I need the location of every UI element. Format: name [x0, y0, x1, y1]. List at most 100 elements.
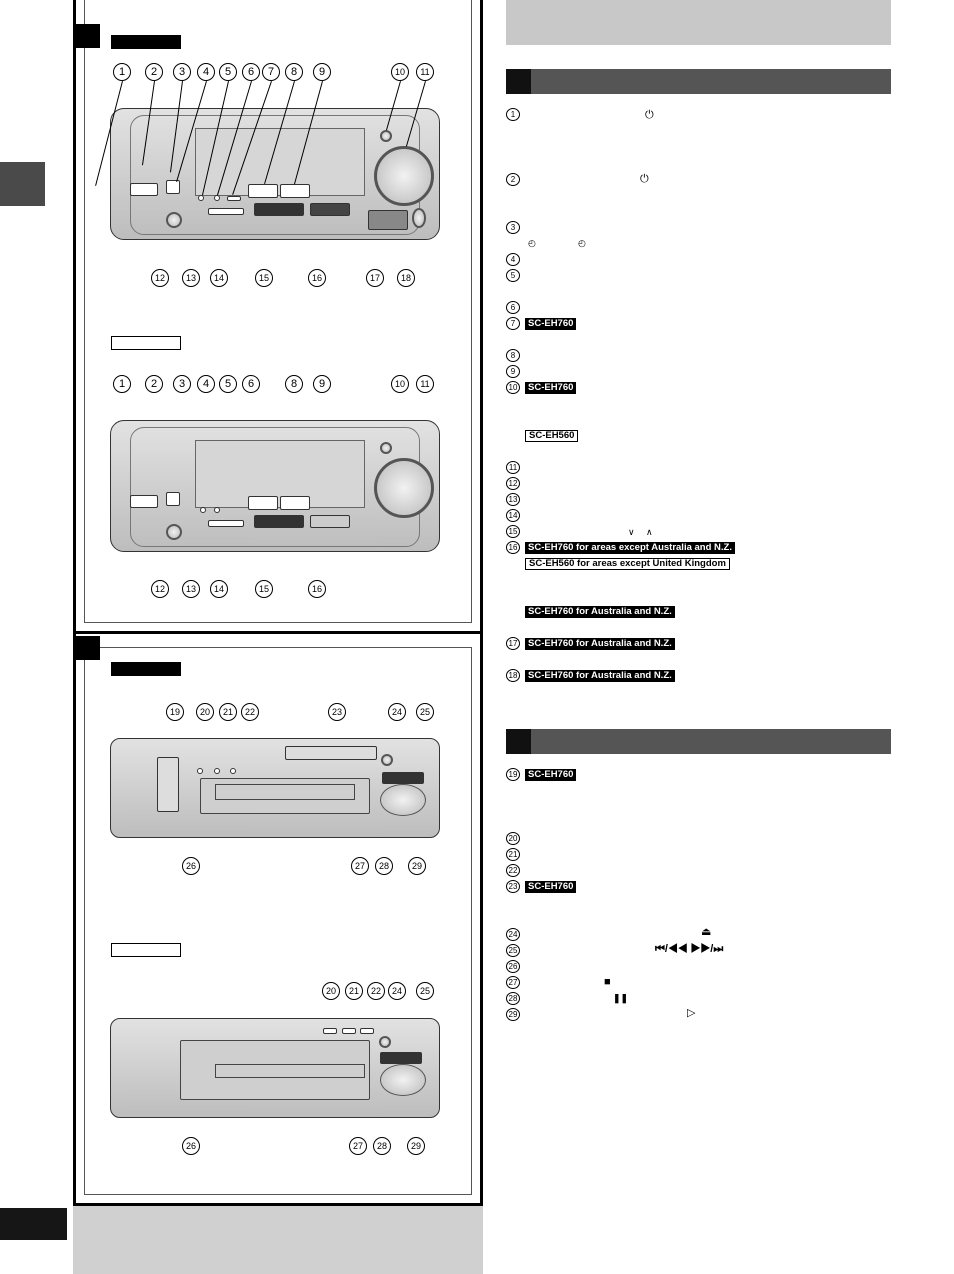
eh560-deck-callout-25: 25: [416, 982, 434, 1000]
section-bar-main-unit: [506, 69, 891, 94]
eh560-main-callout-3: 3: [173, 375, 191, 393]
eh560-deck-callout-20: 20: [322, 982, 340, 1000]
item-number: 3: [506, 221, 520, 234]
item-number: 9: [506, 365, 520, 378]
tag-eh760: SC-EH760: [525, 382, 577, 394]
eh560-main-callout-1: 1: [113, 375, 131, 393]
eh560-deck-callout-24: 24: [388, 982, 406, 1000]
item-number: 6: [506, 301, 520, 314]
item-number: 28: [506, 992, 520, 1005]
play-icon: ▷: [687, 1007, 696, 1019]
eh760-main-callout-15: 15: [255, 269, 273, 287]
eh760-main-callout-2: 2: [145, 63, 163, 81]
item-number: 25: [506, 944, 520, 957]
tag-eh760: SC-EH760: [525, 318, 577, 330]
eh560-main-callout-5: 5: [219, 375, 237, 393]
section-a-inner-frame: [84, 0, 472, 623]
eh560-main-callout-9: 9: [313, 375, 331, 393]
main-item-18: 18: [506, 669, 525, 682]
item-number: 13: [506, 493, 520, 506]
main-item-4: 4: [506, 253, 525, 266]
item-number: 10: [506, 381, 520, 394]
eh560-deck-callout-21: 21: [345, 982, 363, 1000]
eh560-main-callout-8: 8: [285, 375, 303, 393]
eh760-deck-callout-20: 20: [196, 703, 214, 721]
eh560-main-callout-15: 15: [255, 580, 273, 598]
eh560-main-callout-11: 11: [416, 375, 434, 393]
item-number: 26: [506, 960, 520, 973]
deck-item-29: 29: [506, 1008, 525, 1021]
eh760-main-callout-9: 9: [313, 63, 331, 81]
power-icon: ⏻: [640, 173, 649, 185]
eh760-main-callout-18: 18: [397, 269, 415, 287]
eh560-deck-callout-28: 28: [373, 1137, 391, 1155]
deck-item-22: 22: [506, 864, 525, 877]
item-number: 7: [506, 317, 520, 330]
item-number: 12: [506, 477, 520, 490]
eh760-main-callout-3: 3: [173, 63, 191, 81]
tag-eh760: SC-EH760: [525, 881, 577, 893]
model-box-eh560-deck: [111, 943, 181, 957]
eh760-deck-callout-28: 28: [375, 857, 393, 875]
eh760-main-callout-16: 16: [308, 269, 326, 287]
model-box-eh760-main: [111, 35, 181, 49]
eh760-main-callout-5: 5: [219, 63, 237, 81]
main-item-7: 7: [506, 317, 525, 330]
main-item-9: 9: [506, 365, 525, 378]
eh760-main-callout-6: 6: [242, 63, 260, 81]
model-box-eh760-deck: [111, 662, 181, 676]
clock-icon: ◴: [578, 238, 586, 248]
eh560-main-callout-2: 2: [145, 375, 163, 393]
eh560-main-callout-4: 4: [197, 375, 215, 393]
tag-eh760-au: SC-EH760 for Australia and N.Z.: [525, 638, 675, 650]
item-number: 8: [506, 349, 520, 362]
skip-search-icons: ⏮/◀◀ ▶▶/⏭: [655, 943, 724, 955]
item-number: 11: [506, 461, 520, 474]
item-number: 17: [506, 637, 520, 650]
footer-gray-block: [73, 1206, 483, 1274]
item-number: 21: [506, 848, 520, 861]
eh760-main-callout-14: 14: [210, 269, 228, 287]
main-item-6: 6: [506, 301, 525, 314]
eh760-deck-callout-21: 21: [219, 703, 237, 721]
eh560-main-callout-16: 16: [308, 580, 326, 598]
deck-item-19: 19: [506, 768, 525, 781]
deck-item-20: 20: [506, 832, 525, 845]
item-number: 15: [506, 525, 520, 538]
eh760-main-callout-11: 11: [416, 63, 434, 81]
eh560-deck-callout-27: 27: [349, 1137, 367, 1155]
eh760-deck-callout-29: 29: [408, 857, 426, 875]
up-icon: ∧: [646, 527, 653, 537]
eject-icon: ⏏: [701, 926, 712, 938]
eh560-main-callout-6: 6: [242, 375, 260, 393]
section-bar-deck: [506, 729, 891, 754]
item-number: 19: [506, 768, 520, 781]
item-number: 16: [506, 541, 520, 554]
eh760-main-callout-7: 7: [262, 63, 280, 81]
main-item-8: 8: [506, 349, 525, 362]
side-tab-bottom: [0, 1208, 67, 1240]
main-item-10: 10: [506, 381, 525, 394]
tag-eh760-au: SC-EH760 for Australia and N.Z.: [525, 606, 675, 618]
eh760-main-callout-4: 4: [197, 63, 215, 81]
pause-icon: ❚❚: [613, 993, 629, 1003]
deck-item-21: 21: [506, 848, 525, 861]
tag-eh560: SC-EH560: [525, 430, 579, 442]
side-tab: [0, 162, 45, 206]
eh560-deck-callout-29: 29: [407, 1137, 425, 1155]
eh760-deck-callout-25: 25: [416, 703, 434, 721]
main-item-16: 16: [506, 541, 525, 554]
eh760-deck-callout-26: 26: [182, 857, 200, 875]
eh560-main-callout-12: 12: [151, 580, 169, 598]
deck-item-25: 25: [506, 944, 525, 957]
item-number: 14: [506, 509, 520, 522]
eh760-main-callout-12: 12: [151, 269, 169, 287]
item-number: 23: [506, 880, 520, 893]
deck-item-26: 26: [506, 960, 525, 973]
eh560-deck-callout-22: 22: [367, 982, 385, 1000]
main-item-11: 11: [506, 461, 525, 474]
main-item-5: 5: [506, 269, 525, 282]
eh560-main-callout-13: 13: [182, 580, 200, 598]
tag-eh760-au: SC-EH760 for Australia and N.Z.: [525, 670, 675, 682]
eh560-main-callout-10: 10: [391, 375, 409, 393]
